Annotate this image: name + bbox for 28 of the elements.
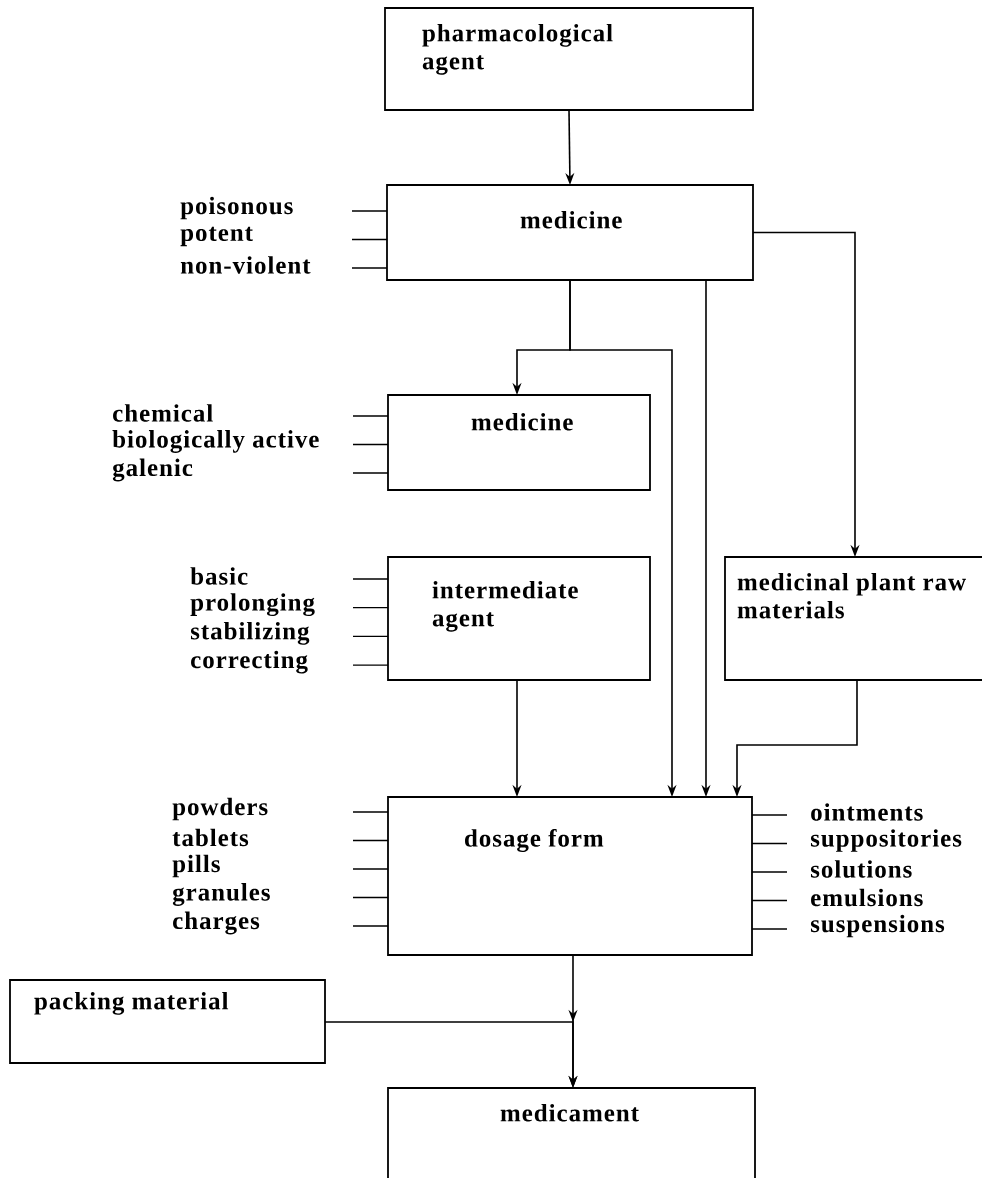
side-label: charges [173, 911, 260, 935]
side-label: solutions [810, 860, 912, 878]
side-label: prolonging [190, 593, 315, 617]
side-label: emulsions [811, 888, 923, 907]
side-label: tablets [172, 828, 249, 847]
process-box: dosage form [387, 796, 753, 956]
side-label: biologically active [112, 430, 319, 453]
process-box: medicine [387, 394, 651, 491]
side-label: stabilizing [190, 622, 310, 645]
process-box: medicine [386, 184, 754, 281]
side-label: granules [172, 883, 270, 906]
side-label: galenic [112, 458, 193, 482]
process-box: medicament [387, 1087, 756, 1178]
side-label: powders [172, 797, 268, 821]
side-label: poisonous [180, 196, 293, 220]
side-label: basic [190, 567, 248, 585]
side-label: chemical [113, 404, 213, 422]
side-label: pills [172, 854, 220, 878]
process-box: packing material [9, 979, 326, 1064]
side-label: potent [180, 226, 253, 247]
process-box: medicinal plant raw materials [724, 556, 982, 681]
side-label: suppositories [810, 829, 962, 852]
process-box: pharmacological agent [384, 7, 754, 111]
process-box: intermediate agent [387, 556, 651, 681]
side-label: correcting [191, 650, 308, 674]
side-label: suspensions [810, 914, 945, 938]
side-label: ointments [811, 803, 923, 821]
side-label: non-violent [180, 256, 311, 274]
